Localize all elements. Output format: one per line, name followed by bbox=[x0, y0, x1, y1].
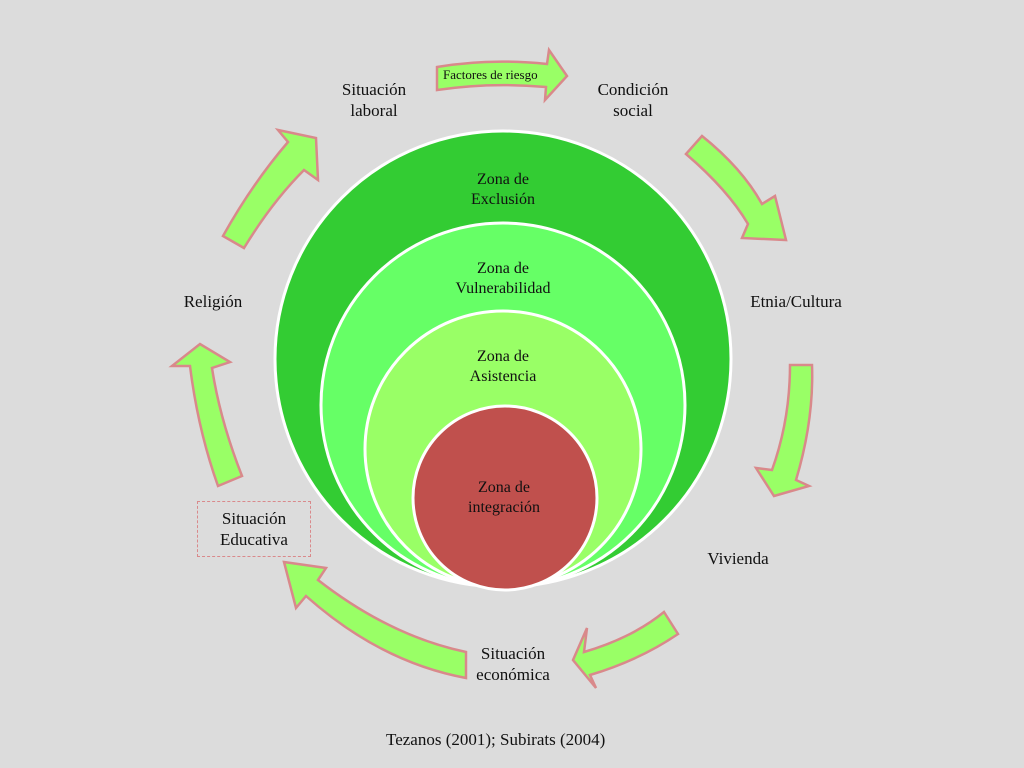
arrow-culture-to-housing bbox=[753, 363, 814, 498]
arrow-religion-to-labor bbox=[221, 128, 320, 250]
factor-labor-situation: Situación laboral bbox=[314, 79, 434, 121]
arrow-social-to-culture bbox=[684, 134, 788, 242]
arrow-risk-factors bbox=[435, 46, 569, 104]
zone-exclusion-line2: Exclusión bbox=[471, 191, 535, 208]
zone-assistance-line2: Asistencia bbox=[469, 368, 537, 385]
arrow-education-to-religion bbox=[168, 342, 244, 488]
factor-economic-line2: económica bbox=[476, 665, 550, 684]
arrow-economic-to-education bbox=[282, 560, 468, 680]
factor-educational-situation: Situación Educativa bbox=[197, 501, 311, 557]
zone-integration-circle bbox=[411, 404, 599, 592]
zone-integration-line1: Zona de bbox=[478, 479, 530, 496]
factor-social-line2: social bbox=[613, 101, 653, 120]
zone-vulnerability-line1: Zona de bbox=[477, 260, 529, 277]
zone-exclusion-label: Zona de Exclusión bbox=[443, 170, 563, 210]
factor-labor-line1: Situación bbox=[341, 80, 407, 99]
factor-ethnicity-culture: Etnia/Cultura bbox=[726, 291, 866, 312]
citation: Tezanos (2001); Subirats (2004) bbox=[386, 730, 606, 749]
factor-religion: Religión bbox=[163, 291, 263, 312]
zone-integration-label: Zona de integración bbox=[444, 478, 564, 518]
factor-social-condition: Condición social bbox=[573, 79, 693, 121]
factor-economic-line1: Situación bbox=[480, 644, 546, 663]
factor-economic-situation: Situación económica bbox=[453, 643, 573, 685]
zone-vulnerability-label: Zona de Vulnerabilidad bbox=[433, 259, 573, 299]
zone-assistance-line1: Zona de bbox=[477, 348, 529, 365]
factor-education-line1: Situación bbox=[221, 509, 287, 528]
factor-housing: Vivienda bbox=[688, 548, 788, 569]
factor-housing-line1: Vivienda bbox=[707, 549, 769, 568]
factor-culture-line1: Etnia/Cultura bbox=[750, 292, 842, 311]
zone-assistance-label: Zona de Asistencia bbox=[443, 347, 563, 387]
factor-religion-line1: Religión bbox=[183, 292, 243, 311]
factor-education-line2: Educativa bbox=[220, 530, 288, 549]
arrow-housing-to-economic bbox=[571, 610, 680, 689]
factor-social-line1: Condición bbox=[597, 80, 669, 99]
zone-vulnerability-line2: Vulnerabilidad bbox=[455, 280, 551, 297]
risk-factors-label: Factores de riesgo bbox=[443, 67, 538, 82]
zone-exclusion-line1: Zona de bbox=[477, 171, 529, 188]
factor-labor-line2: laboral bbox=[350, 101, 398, 120]
zone-integration-line2: integración bbox=[468, 499, 540, 516]
